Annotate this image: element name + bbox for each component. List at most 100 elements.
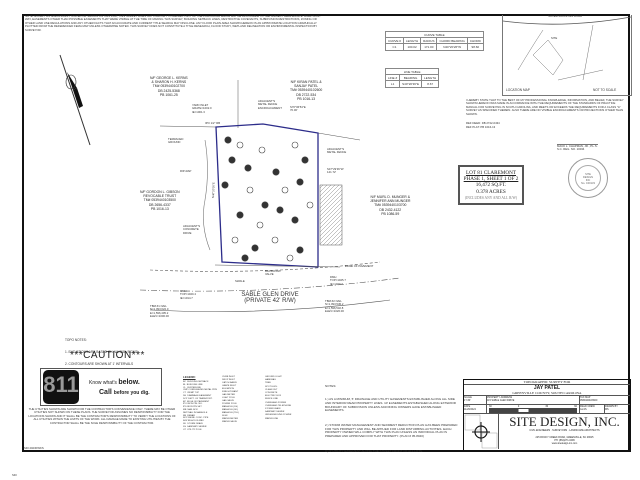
legend-item: CONCRETE [265, 392, 278, 395]
lot-phase: PHASE 1, SHEET 1 OF 2 [463, 176, 519, 183]
tree-icon [291, 216, 299, 224]
surveyor-seal: SITE DESIGN INC No. C00133 [568, 158, 608, 198]
legend-item: SANITARY SEWER [265, 411, 285, 414]
surveyor-reg: S.C. REG. NO. 10034 [557, 147, 585, 151]
line-table: LINE TABLE LINE # BEARING LENGTH L1 S40°… [384, 67, 440, 88]
legend-item: SPOT ELEV. [265, 385, 278, 388]
notes-title: NOTES: [325, 383, 337, 388]
legend-item: ELECTRIC BOX [265, 395, 282, 398]
general-notes: NOTE: EXCEPT AS SPECIFICALLY STATED OR S… [25, 14, 321, 32]
tree-icon [272, 168, 280, 176]
seal-text: SITE [585, 173, 591, 176]
seal-text: No. C00133 [581, 182, 595, 185]
legend-item: UNDERGROUND POWER [265, 414, 292, 417]
legend-item: HANDRAIL [265, 379, 277, 382]
owner-patel: N/F KIRAN PATEL & SANJAY PATEL TM# 05394… [290, 80, 323, 101]
lot-info-box: LOT 81 CLAREMONT PHASE 1, SHEET 1 OF 2 1… [458, 165, 524, 205]
legend-item: DOT DEPT. OF TRANSPORT. [183, 397, 213, 400]
legend-item: SIGN [222, 415, 228, 417]
legend-item: CATCH BASIN [222, 382, 237, 384]
legend-item: DROP INLET [222, 379, 236, 381]
benchmark-1: TBM #1 NAIL N=1,093,622.0 E=1,596,405.2 … [150, 304, 169, 319]
tree-icon [224, 136, 232, 144]
table-row: L1 S40°20'36"E 8.67 [384, 80, 440, 88]
tree-icon [236, 141, 244, 149]
location-map: SOVER MOUNTAIN ROAD SITE LOCATION MAP NO… [502, 14, 632, 96]
legend-item: FIRE HYDRANT [222, 391, 239, 393]
topo-note: 1. ELEVATIONS ARE BASED ON NAVD88 (SCWS) [65, 350, 139, 354]
legend-item: SS SANITARY SEWER [183, 425, 207, 428]
scale-bar [489, 408, 577, 413]
caution-heading: ***CAUTION*** [70, 350, 145, 361]
legend-item: OVERHEAD POWER [265, 401, 287, 404]
notes-section: NOTES: 1.) AS A MINIMUM, 5' DRAINAGE AND… [325, 377, 460, 461]
curve-cell: N40°20'26"W [436, 43, 468, 51]
concrete-drive-label: ADJACENT'S CONCRETE DRIVE [183, 224, 201, 235]
legend-item: UT UTILITY POLE [183, 428, 202, 431]
legend-item: CLEAN OUT [265, 388, 278, 391]
legend-item: GRATE INLET [222, 385, 237, 387]
rip-rap-label: RIP-RAP [180, 169, 192, 173]
legend-item: WATER VALVE [222, 421, 237, 423]
owner-kerns: N/F GEORGE L. KERNS & SHARON H. KERNS TM… [150, 76, 188, 97]
legend-item: MANHOLE (SS) [222, 406, 238, 408]
tree-icon [271, 236, 279, 244]
legend-item: TREE [265, 382, 271, 385]
lot-area-acres: 0.378 ACRES [476, 188, 506, 195]
seal-text: INC [585, 179, 591, 182]
legend-item: SD STORM DRAIN [183, 422, 203, 425]
scale-tick: 0 [517, 405, 520, 408]
terraced-ground-label: TERRACED GROUND [168, 137, 184, 145]
tree-icon [241, 254, 249, 262]
tree-icon [256, 221, 264, 229]
tree-icon [281, 186, 289, 194]
location-map-road: SOVER MOUNTAIN ROAD [548, 14, 583, 18]
tree-icon [231, 236, 239, 244]
road-name: SABLE GLEN DRIVE [241, 292, 299, 298]
county: GREENVILLE COUNTY, SOUTH CAROLINA [464, 391, 630, 396]
client-name: JAY PATEL [533, 385, 561, 391]
legend-item: GAS VALVE [222, 400, 234, 402]
legend-item: WATER METER [222, 418, 238, 420]
tree-icon [276, 206, 284, 214]
tree-icon [258, 146, 266, 154]
tree-icon [228, 156, 236, 164]
legend-item: OVERHEAD TELEPHONE [265, 404, 292, 407]
dmh-left-label: DMH TOP=1020.4 IE=1014.7 [180, 289, 196, 300]
scale-label: SCALE [464, 396, 472, 399]
scale-tick: 30 [489, 405, 492, 408]
tax-map-label: TAX MAP [580, 396, 591, 399]
legend-item: CT CRIMP TOP [183, 392, 200, 395]
bearing-left: N40°20'26"E [211, 182, 216, 199]
legend-item: MANHOLE (SD) [222, 409, 238, 411]
legend-item: GROUND LIGHT [265, 376, 282, 378]
tree-icon [236, 211, 244, 219]
owner-gibson: N/F GORDON L. GIBSON REVOCABLE TRUST TM#… [140, 190, 180, 211]
legend-item: CMP CORRUGATED METAL PIPE [183, 389, 218, 392]
tree-icon [296, 178, 304, 186]
legend-item: RB REBAR [183, 414, 195, 417]
metal-fence-label: ADJACENT'S METAL FENCE [327, 147, 347, 155]
legend-item: IPS IRON PIN SET [183, 406, 202, 409]
tax-map-value: 0539440103600 [580, 399, 598, 402]
survey-type: TOPOGRAPHIC SURVEY FOR [464, 380, 630, 385]
legend-item: CURB INLET [222, 376, 236, 378]
call811-text: before you dig. [113, 390, 150, 396]
footer-mark: SDI [12, 473, 17, 477]
811-logo: 811 [43, 370, 79, 404]
topo-notes-title: TOPO NOTES: [65, 338, 87, 342]
curve-cell: 171.00 [420, 43, 438, 51]
legend-title: LEGEND: [183, 375, 196, 379]
drawn-by-label: DRAWN BY [605, 405, 618, 408]
legend-item: FENCE LINE [265, 398, 278, 401]
table-row: C1 100.02 171.00 N40°20'26"W 98.60 [385, 43, 484, 51]
tree-icon [251, 244, 259, 252]
legend-item: MB MAIL BOX [183, 408, 198, 411]
line-cell: 8.67 [421, 80, 440, 88]
company-website: www.sitedesign-inc.com [551, 442, 578, 445]
benchmark-2: TBM #2 NAIL N=1,093,545.2 E=1,596,532.8 … [325, 299, 344, 314]
tree-icon [301, 156, 309, 164]
company-address: 225 ROCKY CREEK ROAD, GREENVILLE, SC 296… [535, 436, 594, 439]
